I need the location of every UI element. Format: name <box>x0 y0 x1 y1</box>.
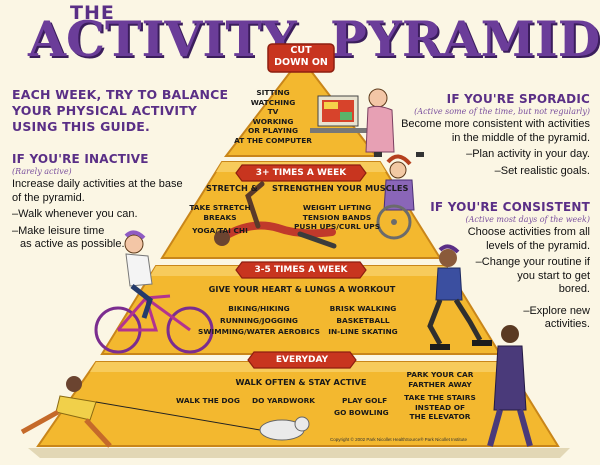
title-the: THE <box>70 2 115 24</box>
dog-walker-illustration <box>20 376 310 448</box>
base-right-instead: INSTEAD OF <box>414 402 466 412</box>
tier3-col1: BIKING/HIKING RUNNING/JOGGING SWIMMING/W… <box>194 304 324 337</box>
tier3-item-inline: IN-LINE SKATING <box>328 327 398 336</box>
tier3-item-running: RUNNING/JOGGING <box>220 315 298 325</box>
inactive-block: IF YOU'RE INACTIVE (Rarely active) Incre… <box>12 152 212 252</box>
pyramid-shadow <box>28 448 570 458</box>
tier2-right-list: WEIGHT LIFTING TENSION BANDS PUSH UPS/CU… <box>292 203 382 232</box>
sporadic-title: IF YOU'RE SPORADIC <box>446 92 590 106</box>
sporadic-tip-1: –Plan activity in your day. <box>466 148 590 160</box>
inactive-tip-1: –Walk whenever you can. <box>12 208 138 220</box>
tier2-item-bands: TENSION BANDS <box>302 212 372 222</box>
top-item-at-computer: AT THE COMPUTER <box>234 135 312 145</box>
top-item-or-playing: OR PLAYING <box>247 126 299 135</box>
tier3-item-brisk: BRISK WALKING <box>329 304 397 313</box>
inactive-tip-2a: –Make leisure time <box>12 224 105 237</box>
base-item-dog: WALK THE DOG <box>176 396 240 405</box>
tier2-item-weight: WEIGHT LIFTING <box>302 203 372 212</box>
banner-everyday-label: EVERYDAY <box>275 355 329 365</box>
inline-skater-illustration <box>427 244 492 350</box>
consistent-tip-1a: –Change your routine if <box>475 256 590 268</box>
top-item-sitting: SITTING <box>256 88 290 97</box>
cyclist-illustration <box>94 230 214 354</box>
sporadic-body-1: Become more consistent with activities <box>401 118 590 130</box>
base-item-yardwork: DO YARDWORK <box>252 396 316 405</box>
tier3-item-basketball: BASKETBALL <box>336 315 390 325</box>
inactive-title: IF YOU'RE INACTIVE <box>12 152 149 166</box>
intro-line-2: YOUR PHYSICAL ACTIVITY <box>12 103 198 118</box>
walking-woman-illustration <box>487 325 533 447</box>
base-item-bowling: GO BOWLING <box>334 408 389 417</box>
consistent-block: IF YOU'RE CONSISTENT (Active most days o… <box>430 200 590 332</box>
tier2-heading-right: STRENGTHEN YOUR MUSCLES <box>272 183 409 193</box>
banner-3plus-label: 3+ TIMES A WEEK <box>255 168 347 178</box>
title-pyramid: PYRAMID <box>330 10 600 68</box>
tier2-item-pushups: PUSH UPS/CURL UPS <box>293 222 381 231</box>
sporadic-block: IF YOU'RE SPORADIC (Active some of the t… <box>400 92 590 178</box>
consistent-body-2: levels of the pyramid. <box>486 239 590 252</box>
base-item-golf: PLAY GOLF <box>342 396 388 405</box>
banner-3to5 <box>235 261 367 279</box>
tier3-col2: BRISK WALKING BASKETBALL IN-LINE SKATING <box>318 304 408 337</box>
consistent-body-1: Choose activities from all <box>467 226 590 238</box>
sporadic-body-2: in the middle of the pyramid. <box>451 131 590 144</box>
stretching-woman-illustration <box>214 181 337 249</box>
tier2-item-yoga: YOGA/TAI CHI <box>192 226 248 235</box>
sporadic-tip-2: –Set realistic goals. <box>494 164 590 177</box>
top-items: SITTING WATCHING TV WORKING OR PLAYING A… <box>232 88 314 145</box>
consistent-tip-2b: activities. <box>544 318 590 330</box>
banner-cut-down-on <box>267 43 335 73</box>
banner-everyday <box>247 351 357 369</box>
inactive-body-2: of the pyramid. <box>12 191 85 204</box>
banner-3plus <box>235 164 367 182</box>
title-activity: ACTIVITY <box>28 10 297 68</box>
base-right-elevator: THE ELEVATOR <box>409 412 471 421</box>
inactive-tip-2b: as active as possible. <box>20 238 125 250</box>
top-item-working: WORKING <box>252 116 294 126</box>
intro-line-1: EACH WEEK, TRY TO BALANCE <box>12 87 229 102</box>
tier3-item-swimming: SWIMMING/WATER AEROBICS <box>198 327 320 336</box>
tier3-item-biking: BIKING/HIKING <box>228 304 290 313</box>
base-right-park: PARK YOUR CAR <box>406 370 474 379</box>
base-right-farther: FARTHER AWAY <box>408 379 472 389</box>
sporadic-subtitle: (Active some of the time, but not regula… <box>414 107 590 116</box>
consistent-subtitle: (Active most days of the week) <box>465 215 590 224</box>
intro-block: EACH WEEK, TRY TO BALANCE YOUR PHYSICAL … <box>12 87 228 135</box>
consistent-tip-2a: –Explore new <box>523 304 590 317</box>
tier2-item-breaks: BREAKS <box>203 212 237 222</box>
top-item-watching: WATCHING <box>250 97 296 107</box>
inactive-subtitle: (Rarely active) <box>12 167 72 176</box>
consistent-tip-1b: you start to get <box>517 269 590 282</box>
base-right-list: PARK YOUR CAR FARTHER AWAY TAKE THE STAI… <box>392 370 488 422</box>
consistent-tip-1c: bored. <box>558 283 590 295</box>
wheelchair-weightlifter-illustration <box>374 152 424 240</box>
intro-line-3: USING THIS GUIDE. <box>12 119 150 134</box>
computer-user-illustration <box>310 88 395 153</box>
banner-cut-label-1: CUT <box>290 45 312 56</box>
inactive-body-1: Increase daily activities at the base <box>12 178 183 190</box>
tier3-heading: GIVE YOUR HEART & LUNGS A WORKOUT <box>208 284 396 294</box>
banner-cut-label-2: DOWN ON <box>274 57 328 68</box>
tier2-left-list: TAKE STRETCH BREAKS YOGA/TAI CHI <box>180 203 260 236</box>
consistent-title: IF YOU'RE CONSISTENT <box>430 200 590 214</box>
top-item-tv: TV <box>267 107 279 116</box>
tier2-heading-left: STRETCH & <box>206 183 258 193</box>
banner-3to5-label: 3-5 TIMES A WEEK <box>254 265 348 275</box>
copyright-text: Copyright © 2002 Park Nicollet HealthSou… <box>330 437 467 442</box>
tier2-item-stretch: TAKE STRETCH <box>189 203 251 212</box>
base-right-stairs: TAKE THE STAIRS <box>404 393 476 402</box>
base-heading: WALK OFTEN & STAY ACTIVE <box>235 377 367 387</box>
